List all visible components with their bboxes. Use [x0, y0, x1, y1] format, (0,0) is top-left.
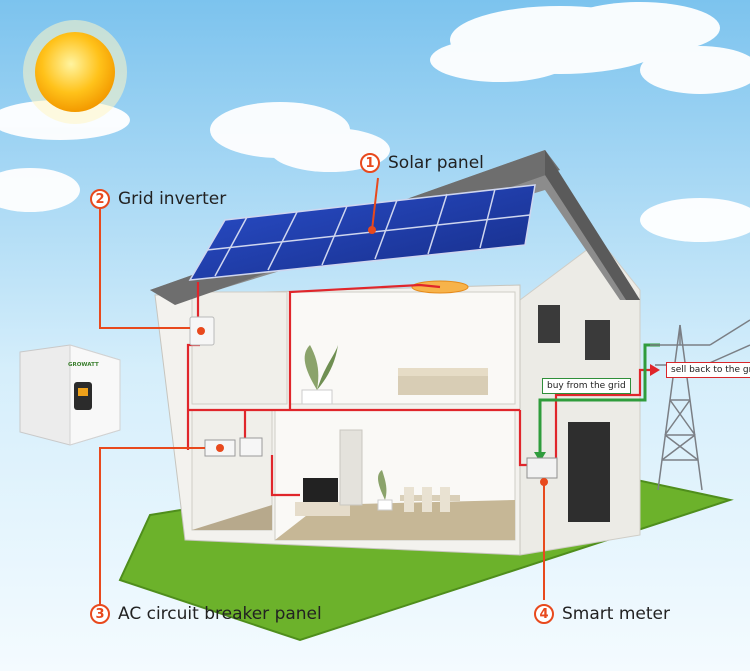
callout-number: 4 — [534, 604, 554, 624]
smart-meter — [526, 457, 558, 479]
patio-door — [568, 422, 610, 522]
sell-back-to-grid-tag: sell back to the grid — [666, 362, 750, 378]
callout-smart-meter: 4 Smart meter — [534, 604, 670, 624]
callout-dots — [197, 226, 548, 486]
buy-from-grid-tag: buy from the grid — [542, 378, 631, 394]
callout-number: 2 — [90, 189, 110, 209]
inverter-product-image: GROWATT — [19, 344, 121, 446]
sun — [23, 20, 127, 124]
callout-ac-breaker-panel: 3 AC circuit breaker panel — [90, 604, 322, 624]
solar-panel-array — [188, 184, 536, 281]
callout-label: Smart meter — [562, 604, 670, 624]
callout-grid-inverter: 2 Grid inverter — [90, 189, 226, 209]
callout-label: Grid inverter — [118, 189, 227, 209]
callout-label: AC circuit breaker panel — [118, 604, 322, 624]
callout-solar-panel: 1 Solar panel — [360, 153, 484, 173]
callout-label: Solar panel — [388, 153, 484, 173]
furniture — [295, 280, 488, 516]
callout-number: 3 — [90, 604, 110, 624]
ac-dc-wiring — [186, 282, 655, 497]
window — [538, 305, 560, 343]
callout-leaders — [99, 177, 545, 605]
callout-number: 1 — [360, 153, 380, 173]
window — [585, 320, 610, 360]
upper-left-room — [191, 291, 288, 405]
inverter-brand-label: GROWATT — [68, 362, 99, 368]
